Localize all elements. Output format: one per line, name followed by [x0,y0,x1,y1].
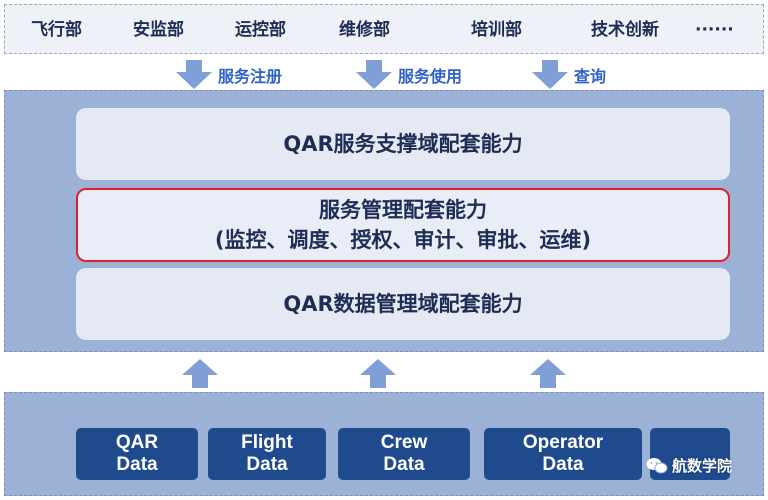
data-source-line2: Data [246,454,288,475]
data-source-qar: QAR Data [76,428,198,480]
department-item: 运控部 [235,20,286,40]
data-source-line2: Data [116,454,158,475]
arrow-up-icon [182,359,218,388]
data-source-operator: Operator Data [484,428,642,480]
arrow-label: 服务注册 [218,67,283,86]
arrow-label: 查询 [574,67,607,86]
arrow-label: 服务使用 [398,67,463,86]
down-arrow-query: 查询 [530,60,606,90]
arrow-up-icon [530,359,566,388]
watermark-text: 航数学院 [672,457,733,475]
arrow-down-icon [356,60,392,89]
data-source-line2: Data [542,454,584,475]
layer-title: QAR数据管理域配套能力 [283,292,523,316]
data-source-crew: Crew Data [338,428,470,480]
department-bar: 飞行部 安监部 运控部 维修部 培训部 技术创新 ······ [4,4,764,54]
layer-title: QAR服务支撑域配套能力 [283,132,523,156]
department-item: 维修部 [339,20,390,40]
department-item: 飞行部 [31,20,82,40]
department-item: 技术创新 [591,20,659,40]
down-arrow-use: 服务使用 [354,60,462,90]
layer-qar-service-support: QAR服务支撑域配套能力 [76,108,730,180]
data-source-flight: Flight Data [208,428,326,480]
layer-service-management: 服务管理配套能力 (监控、调度、授权、审计、审批、运维) [76,188,730,262]
data-source-line1: Flight [241,432,293,453]
department-item-more: ······ [695,20,734,40]
department-item: 培训部 [471,20,522,40]
arrow-down-icon [176,60,212,89]
down-arrow-register: 服务注册 [174,60,282,90]
layer-title: 服务管理配套能力 [319,198,487,222]
layer-qar-data-management: QAR数据管理域配套能力 [76,268,730,340]
watermark: 航数学院 [646,455,732,476]
layer-subtitle: (监控、调度、授权、审计、审批、运维) [214,228,592,252]
data-source-line1: QAR [115,432,159,453]
data-source-line2: Data [383,454,425,475]
department-item: 安监部 [133,20,184,40]
arrow-down-icon [532,60,568,89]
data-source-line1: Operator [522,432,604,453]
data-source-line1: Crew [380,432,428,453]
arrow-up-icon [360,359,396,388]
chat-bubble-icon [646,457,668,473]
